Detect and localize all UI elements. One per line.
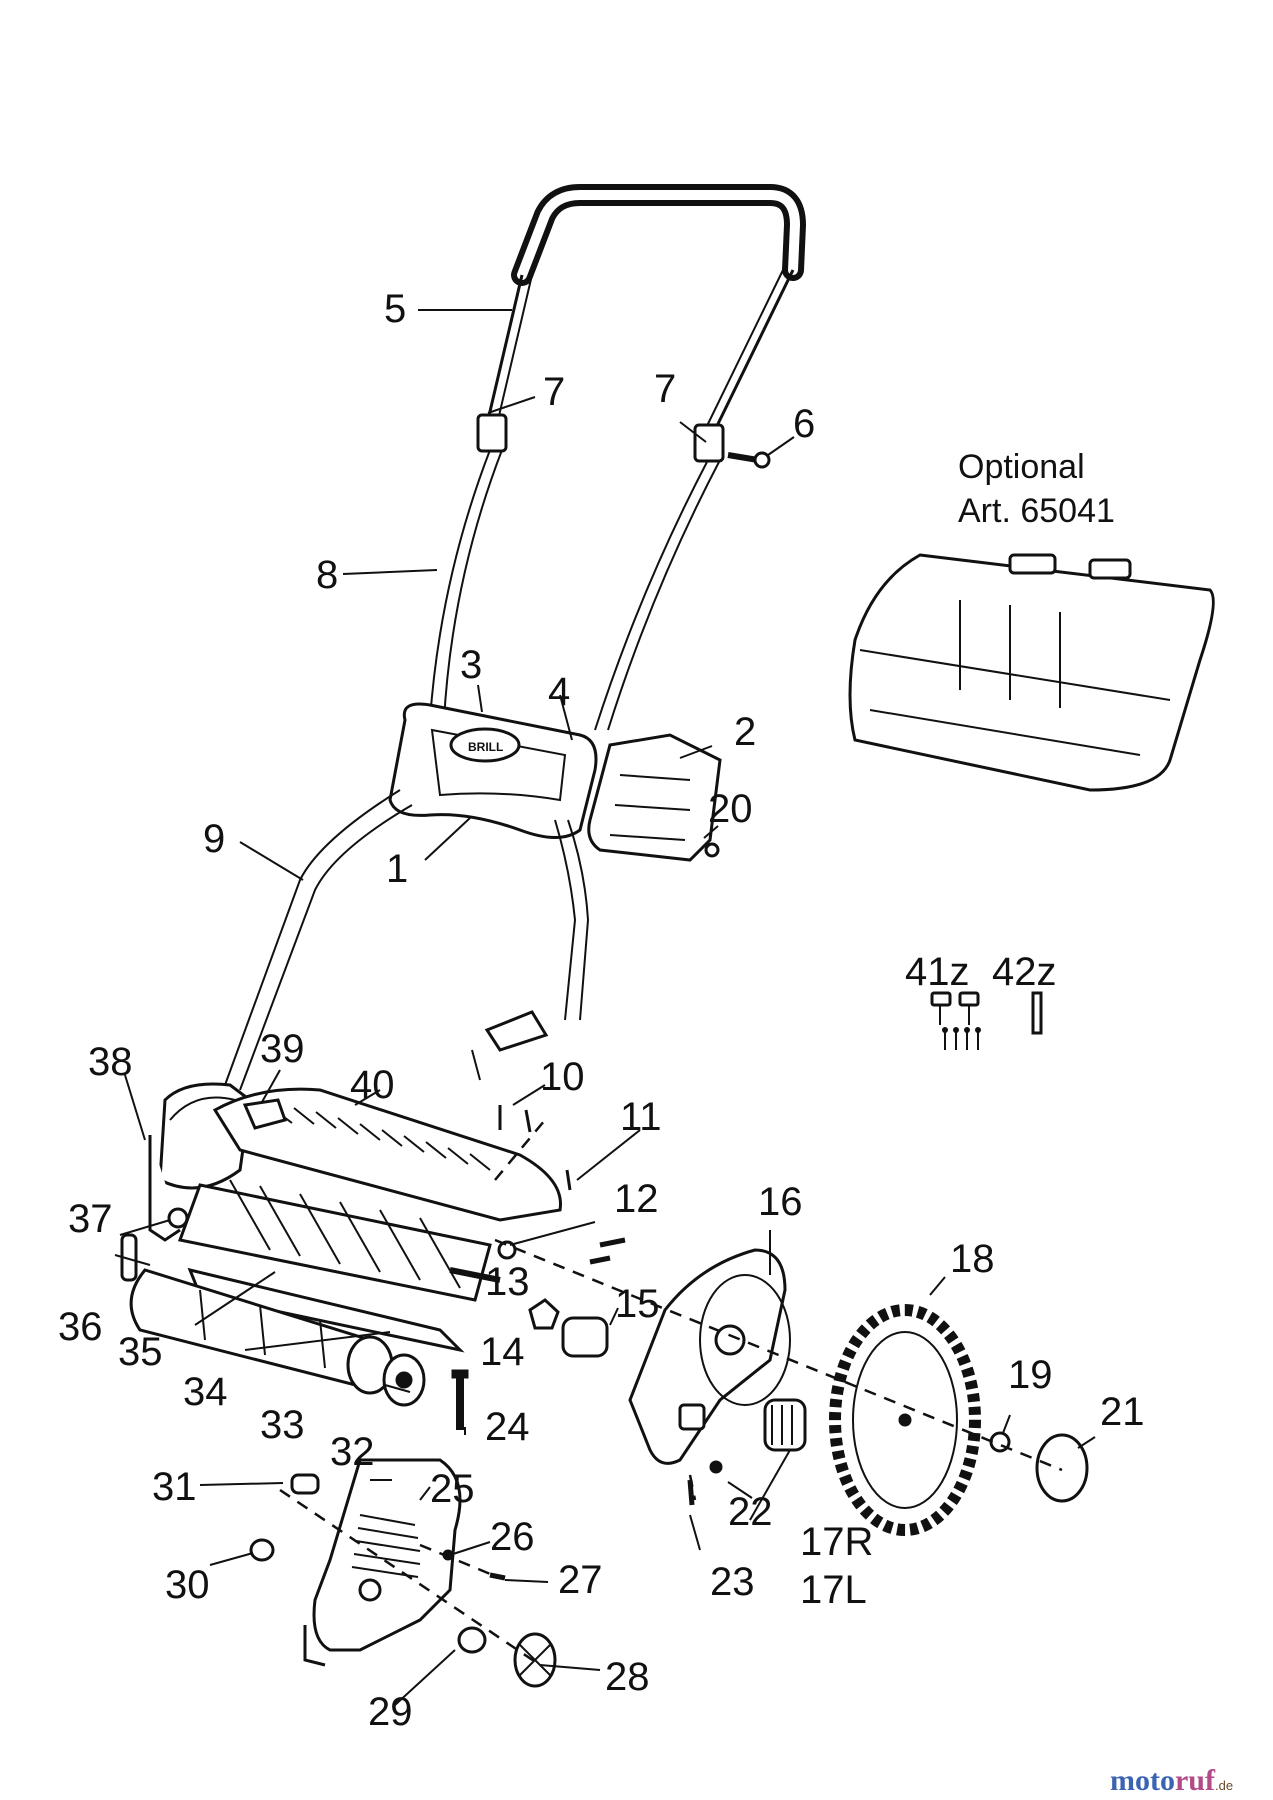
label-10: 10 bbox=[540, 1055, 585, 1099]
label-7-left: 7 bbox=[543, 370, 565, 414]
label-41z: 41z bbox=[905, 950, 970, 994]
label-24: 24 bbox=[485, 1405, 530, 1449]
label-11: 11 bbox=[620, 1095, 662, 1139]
label-3: 3 bbox=[460, 643, 482, 687]
label-21: 21 bbox=[1100, 1390, 1145, 1434]
label-1: 1 bbox=[386, 847, 408, 891]
optional-article-number: Art. 65041 bbox=[958, 492, 1115, 530]
label-9: 9 bbox=[203, 817, 225, 861]
label-14: 14 bbox=[480, 1330, 525, 1374]
label-37: 37 bbox=[68, 1197, 113, 1241]
label-33: 33 bbox=[260, 1403, 305, 1447]
mower-body-drawing bbox=[120, 1010, 1089, 1688]
brand-plate-text: BRILL bbox=[468, 740, 503, 754]
label-16: 16 bbox=[758, 1180, 803, 1224]
label-17r: 17R bbox=[800, 1520, 873, 1564]
label-25: 25 bbox=[430, 1467, 475, 1511]
label-26: 26 bbox=[490, 1515, 535, 1559]
watermark-part1: moto bbox=[1110, 1764, 1175, 1797]
label-31: 31 bbox=[152, 1465, 197, 1509]
leader-lines bbox=[114, 309, 1096, 1706]
part-labels: 5 7 7 6 8 3 4 2 20 9 1 38 39 40 10 11 12… bbox=[58, 287, 1145, 1734]
label-28: 28 bbox=[605, 1655, 650, 1699]
watermark: motoruf.de bbox=[1110, 1764, 1233, 1797]
label-6: 6 bbox=[793, 402, 815, 446]
watermark-part2: ruf bbox=[1175, 1764, 1216, 1797]
watermark-suffix: .de bbox=[1215, 1778, 1233, 1793]
label-7-right: 7 bbox=[654, 367, 676, 411]
label-23: 23 bbox=[710, 1560, 755, 1604]
label-30: 30 bbox=[165, 1563, 210, 1607]
label-34: 34 bbox=[183, 1370, 228, 1414]
label-20: 20 bbox=[708, 787, 753, 831]
optional-note: Optional Art. 65041 bbox=[958, 448, 1115, 530]
label-42z: 42z bbox=[992, 950, 1057, 994]
label-36: 36 bbox=[58, 1305, 103, 1349]
label-39: 39 bbox=[260, 1027, 305, 1071]
label-8: 8 bbox=[316, 553, 338, 597]
label-38: 38 bbox=[88, 1040, 133, 1084]
label-27: 27 bbox=[558, 1558, 603, 1602]
svg-text:motoruf.de: motoruf.de bbox=[1110, 1764, 1233, 1797]
label-4: 4 bbox=[548, 670, 570, 714]
label-19: 19 bbox=[1008, 1353, 1053, 1397]
label-15: 15 bbox=[615, 1282, 660, 1326]
label-29: 29 bbox=[368, 1690, 413, 1734]
grass-box-drawing bbox=[848, 553, 1215, 792]
label-18: 18 bbox=[950, 1237, 995, 1281]
label-5: 5 bbox=[384, 287, 406, 331]
assembly-lines bbox=[279, 1119, 1063, 1667]
label-22: 22 bbox=[728, 1490, 773, 1534]
label-32: 32 bbox=[330, 1430, 375, 1474]
kit-parts-drawing bbox=[930, 991, 1043, 1050]
optional-label: Optional bbox=[958, 448, 1085, 486]
label-35: 35 bbox=[118, 1330, 163, 1374]
label-2: 2 bbox=[734, 710, 756, 754]
label-17l: 17L bbox=[800, 1568, 867, 1612]
label-12: 12 bbox=[614, 1177, 659, 1221]
label-13: 13 bbox=[485, 1260, 530, 1304]
label-40: 40 bbox=[350, 1063, 395, 1107]
handle-drawing: BRILL bbox=[224, 184, 807, 1091]
